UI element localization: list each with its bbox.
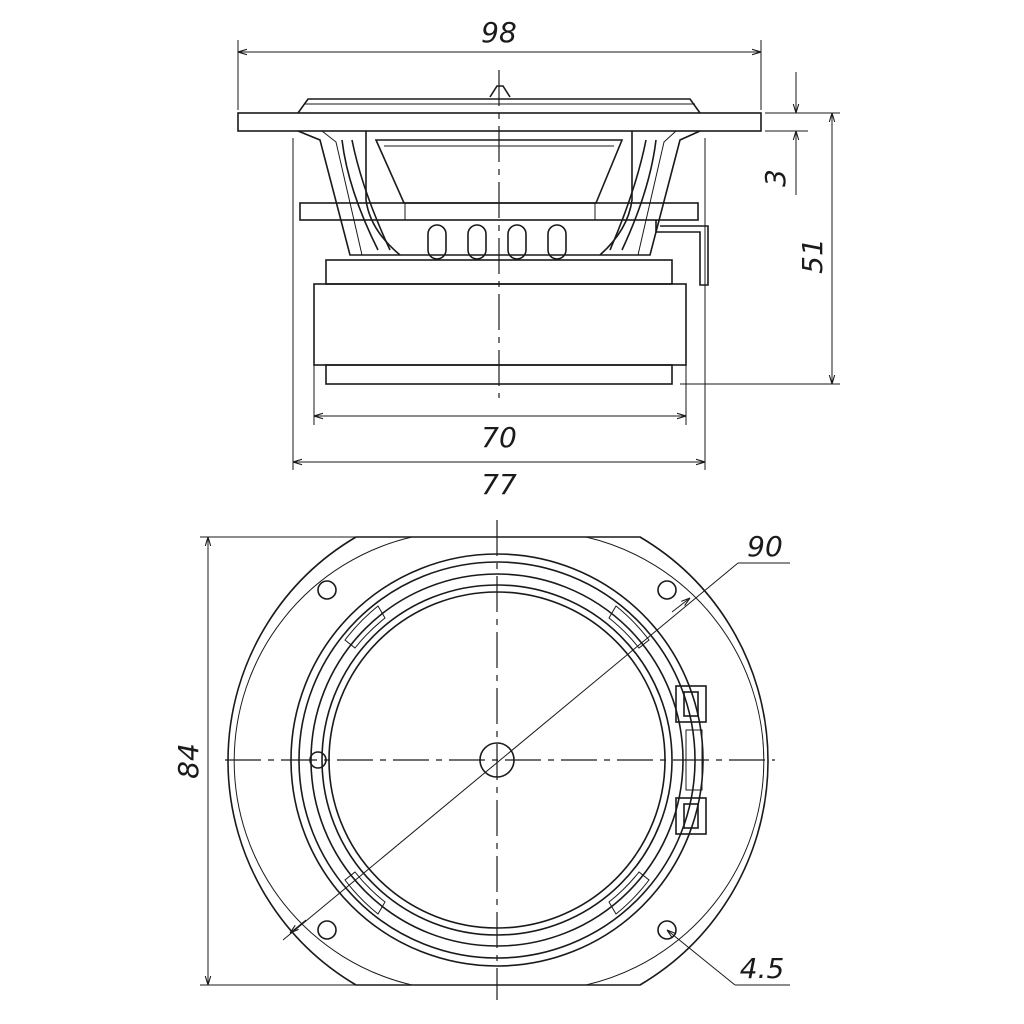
basket-right-strut (637, 130, 677, 256)
mounting-hole-bottom-right (657, 920, 677, 940)
basket-arm-right-3 (599, 131, 633, 256)
dim-magnet-diameter: 70 (481, 421, 517, 454)
basket-arm-right-1 (621, 139, 657, 251)
dim-hole-circle: 90 (747, 530, 783, 563)
dim-basket-width: 77 (481, 468, 517, 501)
dim-hole-circle-line (282, 562, 739, 941)
side-view (237, 70, 762, 398)
spider-inner (404, 202, 596, 221)
frame-flat-right (585, 536, 765, 986)
mounting-hole-top-right (657, 580, 677, 600)
dust-cap-peak (489, 85, 511, 98)
mounting-hole-bottom-left (317, 920, 337, 940)
vent-slots (427, 224, 567, 260)
basket-arm-left-2 (351, 139, 391, 251)
front-view (225, 520, 775, 1000)
basket-outline (297, 130, 701, 256)
dim-hole-diameter: 4.5 (740, 952, 785, 985)
basket-left-strut (321, 130, 363, 256)
dim-flange-width: 98 (481, 16, 517, 49)
basket-arm-left-3 (365, 131, 401, 256)
dim-total-depth: 51 (796, 238, 829, 274)
front-dimensions: 84 90 4.5 (172, 530, 790, 986)
frame-outline (227, 536, 769, 986)
mounting-hole-top-left (317, 580, 337, 600)
basket-arm-left-1 (341, 139, 379, 251)
dim-frame-height: 84 (172, 743, 205, 779)
frame-flat-left (233, 536, 413, 986)
magnet (313, 283, 687, 366)
dim-flange-thickness: 3 (759, 169, 792, 187)
basket-slots (344, 605, 650, 915)
terminal-tab (655, 220, 709, 286)
side-dimensions: 98 3 51 70 77 (237, 16, 840, 501)
